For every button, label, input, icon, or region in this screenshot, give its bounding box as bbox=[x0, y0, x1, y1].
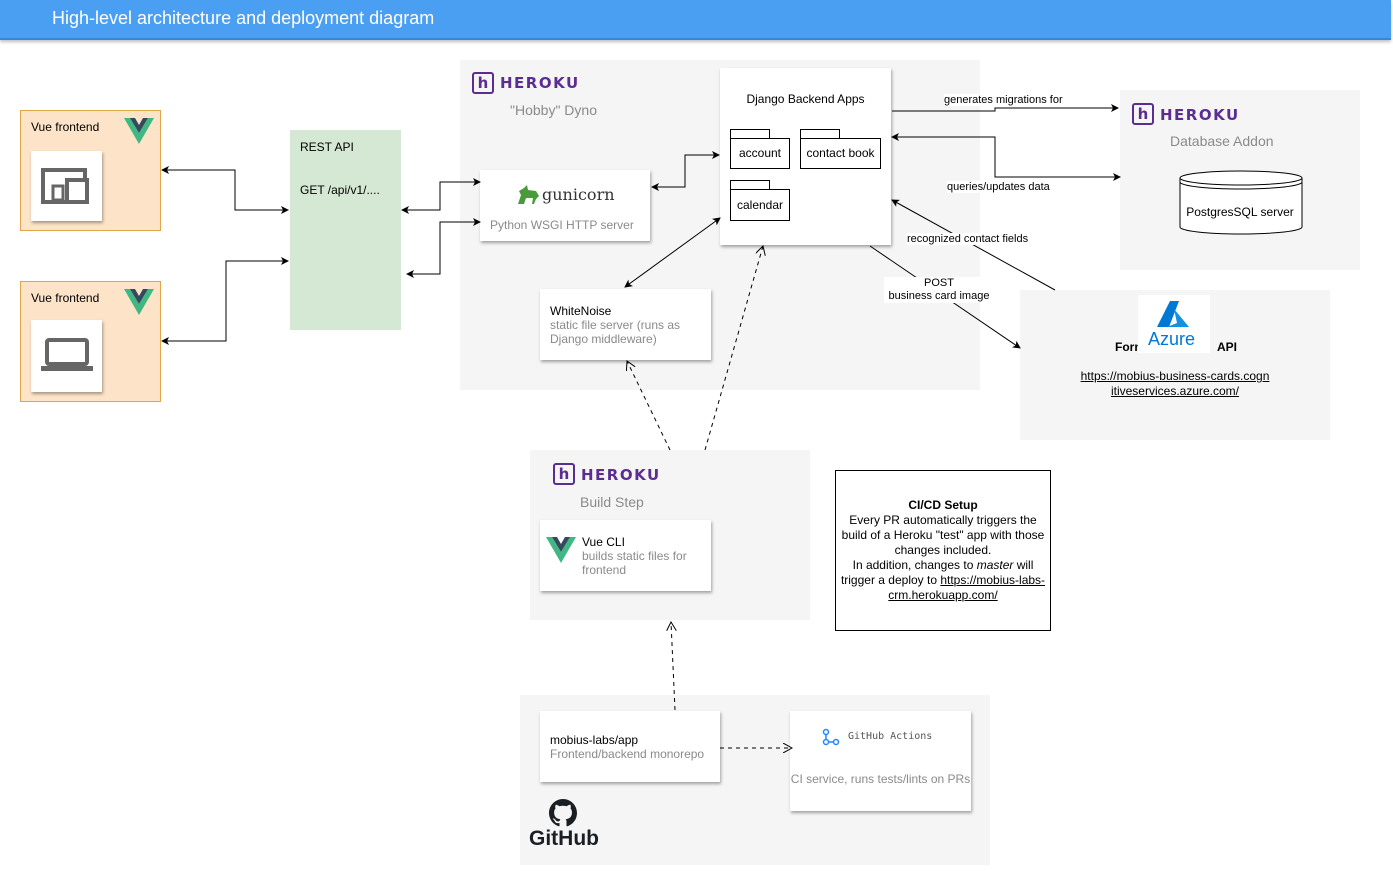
heroku-wordmark: HEROKU bbox=[581, 466, 661, 484]
package-contact-book: contact book bbox=[800, 138, 881, 169]
rest-api-box: REST API GET /api/v1/.... bbox=[290, 130, 401, 330]
whitenoise-title: WhiteNoise bbox=[550, 304, 612, 318]
package-tab bbox=[800, 129, 840, 138]
package-label: contact book bbox=[806, 146, 875, 160]
github-wordmark: GitHub bbox=[529, 827, 599, 850]
azure-logo-icon: Azure bbox=[1138, 295, 1210, 353]
cicd-line2-post: will trigger a deploy to bbox=[840, 558, 1034, 587]
rest-api-title: REST API bbox=[300, 140, 354, 154]
package-tab bbox=[730, 180, 770, 189]
edge-label-recognized: recognized contact fields bbox=[907, 233, 1029, 245]
laptop-icon bbox=[41, 338, 93, 371]
edge-label-post: POST business card image bbox=[884, 277, 994, 303]
database-subtitle: Database Addon bbox=[1170, 133, 1274, 149]
vue-frontend-desktop: Vue frontend bbox=[20, 281, 161, 402]
repo-build-connector bbox=[671, 622, 675, 711]
rest-api-endpoint: GET /api/v1/.... bbox=[300, 183, 380, 197]
frontend2-rest-connector bbox=[161, 257, 289, 345]
django-title: Django Backend Apps bbox=[746, 92, 865, 106]
heroku-logo-icon: h bbox=[553, 463, 575, 485]
edge-label-queries: queries/updates data bbox=[947, 181, 1050, 193]
cicd-url[interactable]: https://mobius-labs-crm.herokuapp.com/ bbox=[888, 573, 1046, 602]
heroku-logo-icon: h bbox=[1132, 103, 1154, 125]
azure-wordmark: Azure bbox=[1148, 329, 1196, 349]
vue-frontend-mobile: Vue frontend bbox=[20, 110, 161, 231]
edge-label-post-title: POST bbox=[924, 277, 954, 289]
django-db-migrations-connector bbox=[892, 104, 1119, 112]
django-backend-card: Django Backend Apps account contact book… bbox=[720, 68, 891, 245]
gunicorn-django-connector bbox=[651, 151, 720, 191]
frontend1-rest-connector bbox=[161, 166, 289, 214]
repo-name: mobius-labs/app bbox=[550, 733, 639, 747]
whitenoise-card: WhiteNoise static file server (runs as D… bbox=[540, 289, 711, 360]
vue-logo-icon bbox=[124, 118, 154, 144]
frontend-label: Vue frontend bbox=[31, 120, 100, 134]
repo-desc: Frontend/backend monorepo bbox=[550, 747, 705, 761]
device-card bbox=[31, 151, 102, 221]
edge-label-generates: generates migrations for bbox=[944, 94, 1063, 106]
gunicorn-card: gunicorn Python WSGI HTTP server bbox=[480, 170, 650, 241]
github-actions-card: GitHub Actions CI service, runs tests/li… bbox=[790, 711, 971, 811]
package-calendar: calendar bbox=[730, 189, 790, 221]
build-step-subtitle: Build Step bbox=[580, 494, 644, 510]
vue-cli-title: Vue CLI bbox=[582, 535, 625, 549]
solid-connectors bbox=[161, 104, 1121, 349]
github-logo-icon bbox=[549, 799, 577, 827]
package-label: account bbox=[738, 146, 782, 160]
form-recognizer-url[interactable]: https://mobius-business-cards.cognitives… bbox=[1080, 369, 1270, 398]
gunicorn-desc: Python WSGI HTTP server bbox=[490, 218, 634, 232]
package-account: account bbox=[730, 138, 790, 169]
repo-card: mobius-labs/app Frontend/backend monorep… bbox=[540, 711, 720, 782]
diagram-title: High-level architecture and deployment d… bbox=[52, 8, 435, 28]
edge-label-post-sub: business card image bbox=[888, 290, 990, 302]
form-recognizer-title-right: API bbox=[1217, 340, 1238, 354]
device-card bbox=[31, 320, 102, 392]
vue-cli-desc: builds static files for frontend bbox=[582, 549, 687, 577]
header-bar: High-level architecture and deployment d… bbox=[0, 0, 1391, 40]
build-django-connector bbox=[704, 246, 763, 451]
github-actions-icon bbox=[822, 728, 840, 746]
heroku-wordmark: HEROKU bbox=[1160, 106, 1240, 124]
vue-logo-icon bbox=[546, 537, 576, 563]
build-whitenoise-connector bbox=[627, 361, 671, 451]
cicd-line2-em: master bbox=[976, 558, 1014, 572]
rest-gunicorn-connector-2 bbox=[406, 218, 481, 278]
azure-django-connector bbox=[891, 199, 1056, 291]
package-label: calendar bbox=[736, 198, 784, 212]
heroku-wordmark: HEROKU bbox=[500, 74, 580, 92]
whitenoise-django-connector bbox=[624, 217, 721, 288]
database-cylinder-icon bbox=[1179, 170, 1303, 235]
cicd-line1: Every PR automatically triggers the buil… bbox=[841, 513, 1045, 557]
dashed-connectors bbox=[627, 246, 792, 748]
whitenoise-desc: static file server (runs as Django middl… bbox=[550, 318, 681, 346]
frontend-label: Vue frontend bbox=[31, 291, 100, 305]
github-actions-desc: CI service, runs tests/lints on PRs bbox=[790, 772, 971, 786]
form-recognizer-title-left: Forn bbox=[1115, 340, 1142, 354]
cicd-note: CI/CD Setup Every PR automatically trigg… bbox=[835, 470, 1051, 631]
cicd-title: CI/CD Setup bbox=[908, 498, 978, 512]
azure-mark-icon bbox=[1157, 301, 1189, 327]
vue-logo-icon bbox=[124, 289, 154, 315]
rest-gunicorn-connector bbox=[401, 178, 481, 214]
cicd-line2-pre: In addition, changes to bbox=[852, 558, 977, 572]
github-actions-wordmark: GitHub Actions bbox=[848, 731, 933, 742]
cicd-text: CI/CD Setup Every PR automatically trigg… bbox=[840, 498, 1046, 603]
cicd-line2: In addition, changes to master will trig… bbox=[840, 558, 1046, 603]
package-tab bbox=[730, 129, 770, 138]
django-db-queries-connector bbox=[891, 133, 1121, 181]
postgres-label: PostgresSQL server bbox=[1186, 205, 1294, 219]
gunicorn-wordmark: gunicorn bbox=[542, 185, 615, 204]
gunicorn-horse-icon bbox=[518, 185, 539, 204]
devices-icon bbox=[41, 168, 89, 204]
vue-cli-card: Vue CLI builds static files for frontend bbox=[540, 520, 711, 591]
dyno-subtitle: "Hobby" Dyno bbox=[510, 102, 597, 118]
heroku-logo-icon: h bbox=[472, 72, 494, 94]
